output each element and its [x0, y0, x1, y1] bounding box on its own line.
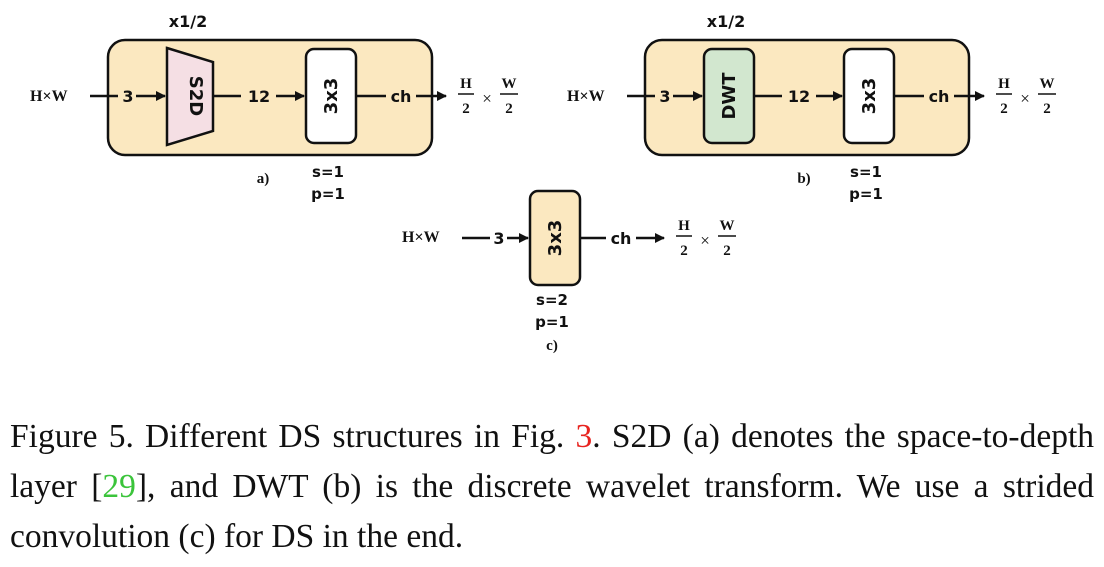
panel-b-channel-mid: 12 — [788, 87, 810, 106]
panel-b-out-w: W — [1040, 76, 1055, 92]
panel-b: x1/2 H×W 3 DWT 12 3x3 ch H 2 × W 2 s=1 p… — [567, 12, 1056, 203]
panel-b-label: b) — [797, 171, 810, 187]
panel-c-padding: p=1 — [535, 313, 569, 331]
caption-end: ], and DWT (b) is the discrete wavelet t… — [10, 468, 1094, 555]
panel-b-padding: p=1 — [849, 185, 883, 203]
panel-a-stride: s=1 — [312, 163, 344, 181]
panel-a-times: × — [482, 89, 492, 108]
panel-c-out-h-den: 2 — [680, 243, 688, 259]
figure-caption: Figure 5. Different DS structures in Fig… — [10, 412, 1094, 562]
panel-c: H×W 3 3x3 ch H 2 × W 2 s=2 p=1 c) — [402, 189, 736, 354]
panel-a-padding: p=1 — [311, 185, 345, 203]
panel-b-stride: s=1 — [850, 163, 882, 181]
panel-c-out-h: H — [678, 218, 690, 234]
panel-b-out-h: H — [998, 76, 1010, 92]
panel-c-stride: s=2 — [536, 291, 568, 309]
panel-b-out-h-den: 2 — [1000, 101, 1008, 117]
panel-c-out-w: W — [720, 218, 735, 234]
panel-b-channel-in: 3 — [659, 87, 670, 106]
panel-a-label: a) — [257, 171, 270, 187]
panel-b-channel-out: ch — [929, 87, 950, 106]
citation-link[interactable]: 29 — [102, 468, 136, 505]
panel-a-channel-out: ch — [391, 87, 412, 106]
panel-b-conv-label: 3x3 — [859, 78, 880, 115]
panel-c-input-label: H×W — [402, 229, 440, 246]
s2d-label: S2D — [185, 76, 206, 116]
panel-a-out-w-den: 2 — [505, 101, 513, 117]
caption-middle: . S2D (a) denotes the space-to-depth lay… — [10, 418, 1094, 505]
panel-b-scale-label: x1/2 — [707, 12, 745, 31]
panel-c-out-w-den: 2 — [723, 243, 731, 259]
panel-a-out-w: W — [502, 76, 517, 92]
ds-structures-diagram: x1/2 H×W 3 S2D 12 3x3 ch H 2 × W 2 s=1 p… — [30, 12, 1056, 354]
caption-prefix: Figure 5. Different DS structures in Fig… — [10, 418, 576, 455]
panel-a-out-h: H — [460, 76, 472, 92]
panel-b-output-size: H 2 × W 2 — [996, 76, 1056, 117]
panel-a-channel-mid: 12 — [248, 87, 270, 106]
panel-c-label: c) — [546, 338, 558, 354]
panel-a-input-label: H×W — [30, 88, 68, 105]
panel-a-channel-in: 3 — [122, 87, 133, 106]
panel-a-scale-label: x1/2 — [169, 12, 207, 31]
panel-c-times: × — [700, 231, 710, 250]
figure-reference-link[interactable]: 3 — [575, 418, 593, 455]
panel-a-out-h-den: 2 — [462, 101, 470, 117]
panel-b-input-label: H×W — [567, 88, 605, 105]
panel-c-channel-in: 3 — [493, 229, 504, 248]
panel-a-conv-label: 3x3 — [321, 78, 342, 115]
panel-a-output-size: H 2 × W 2 — [458, 76, 518, 117]
panel-c-conv-label: 3x3 — [545, 220, 566, 257]
panel-c-output-size: H 2 × W 2 — [676, 218, 736, 259]
panel-a: x1/2 H×W 3 S2D 12 3x3 ch H 2 × W 2 s=1 p… — [30, 12, 518, 203]
s2d-block — [165, 46, 215, 147]
panel-b-times: × — [1020, 89, 1030, 108]
dwt-label: DWT — [719, 72, 740, 120]
panel-b-out-w-den: 2 — [1043, 101, 1051, 117]
panel-c-channel-out: ch — [611, 229, 632, 248]
